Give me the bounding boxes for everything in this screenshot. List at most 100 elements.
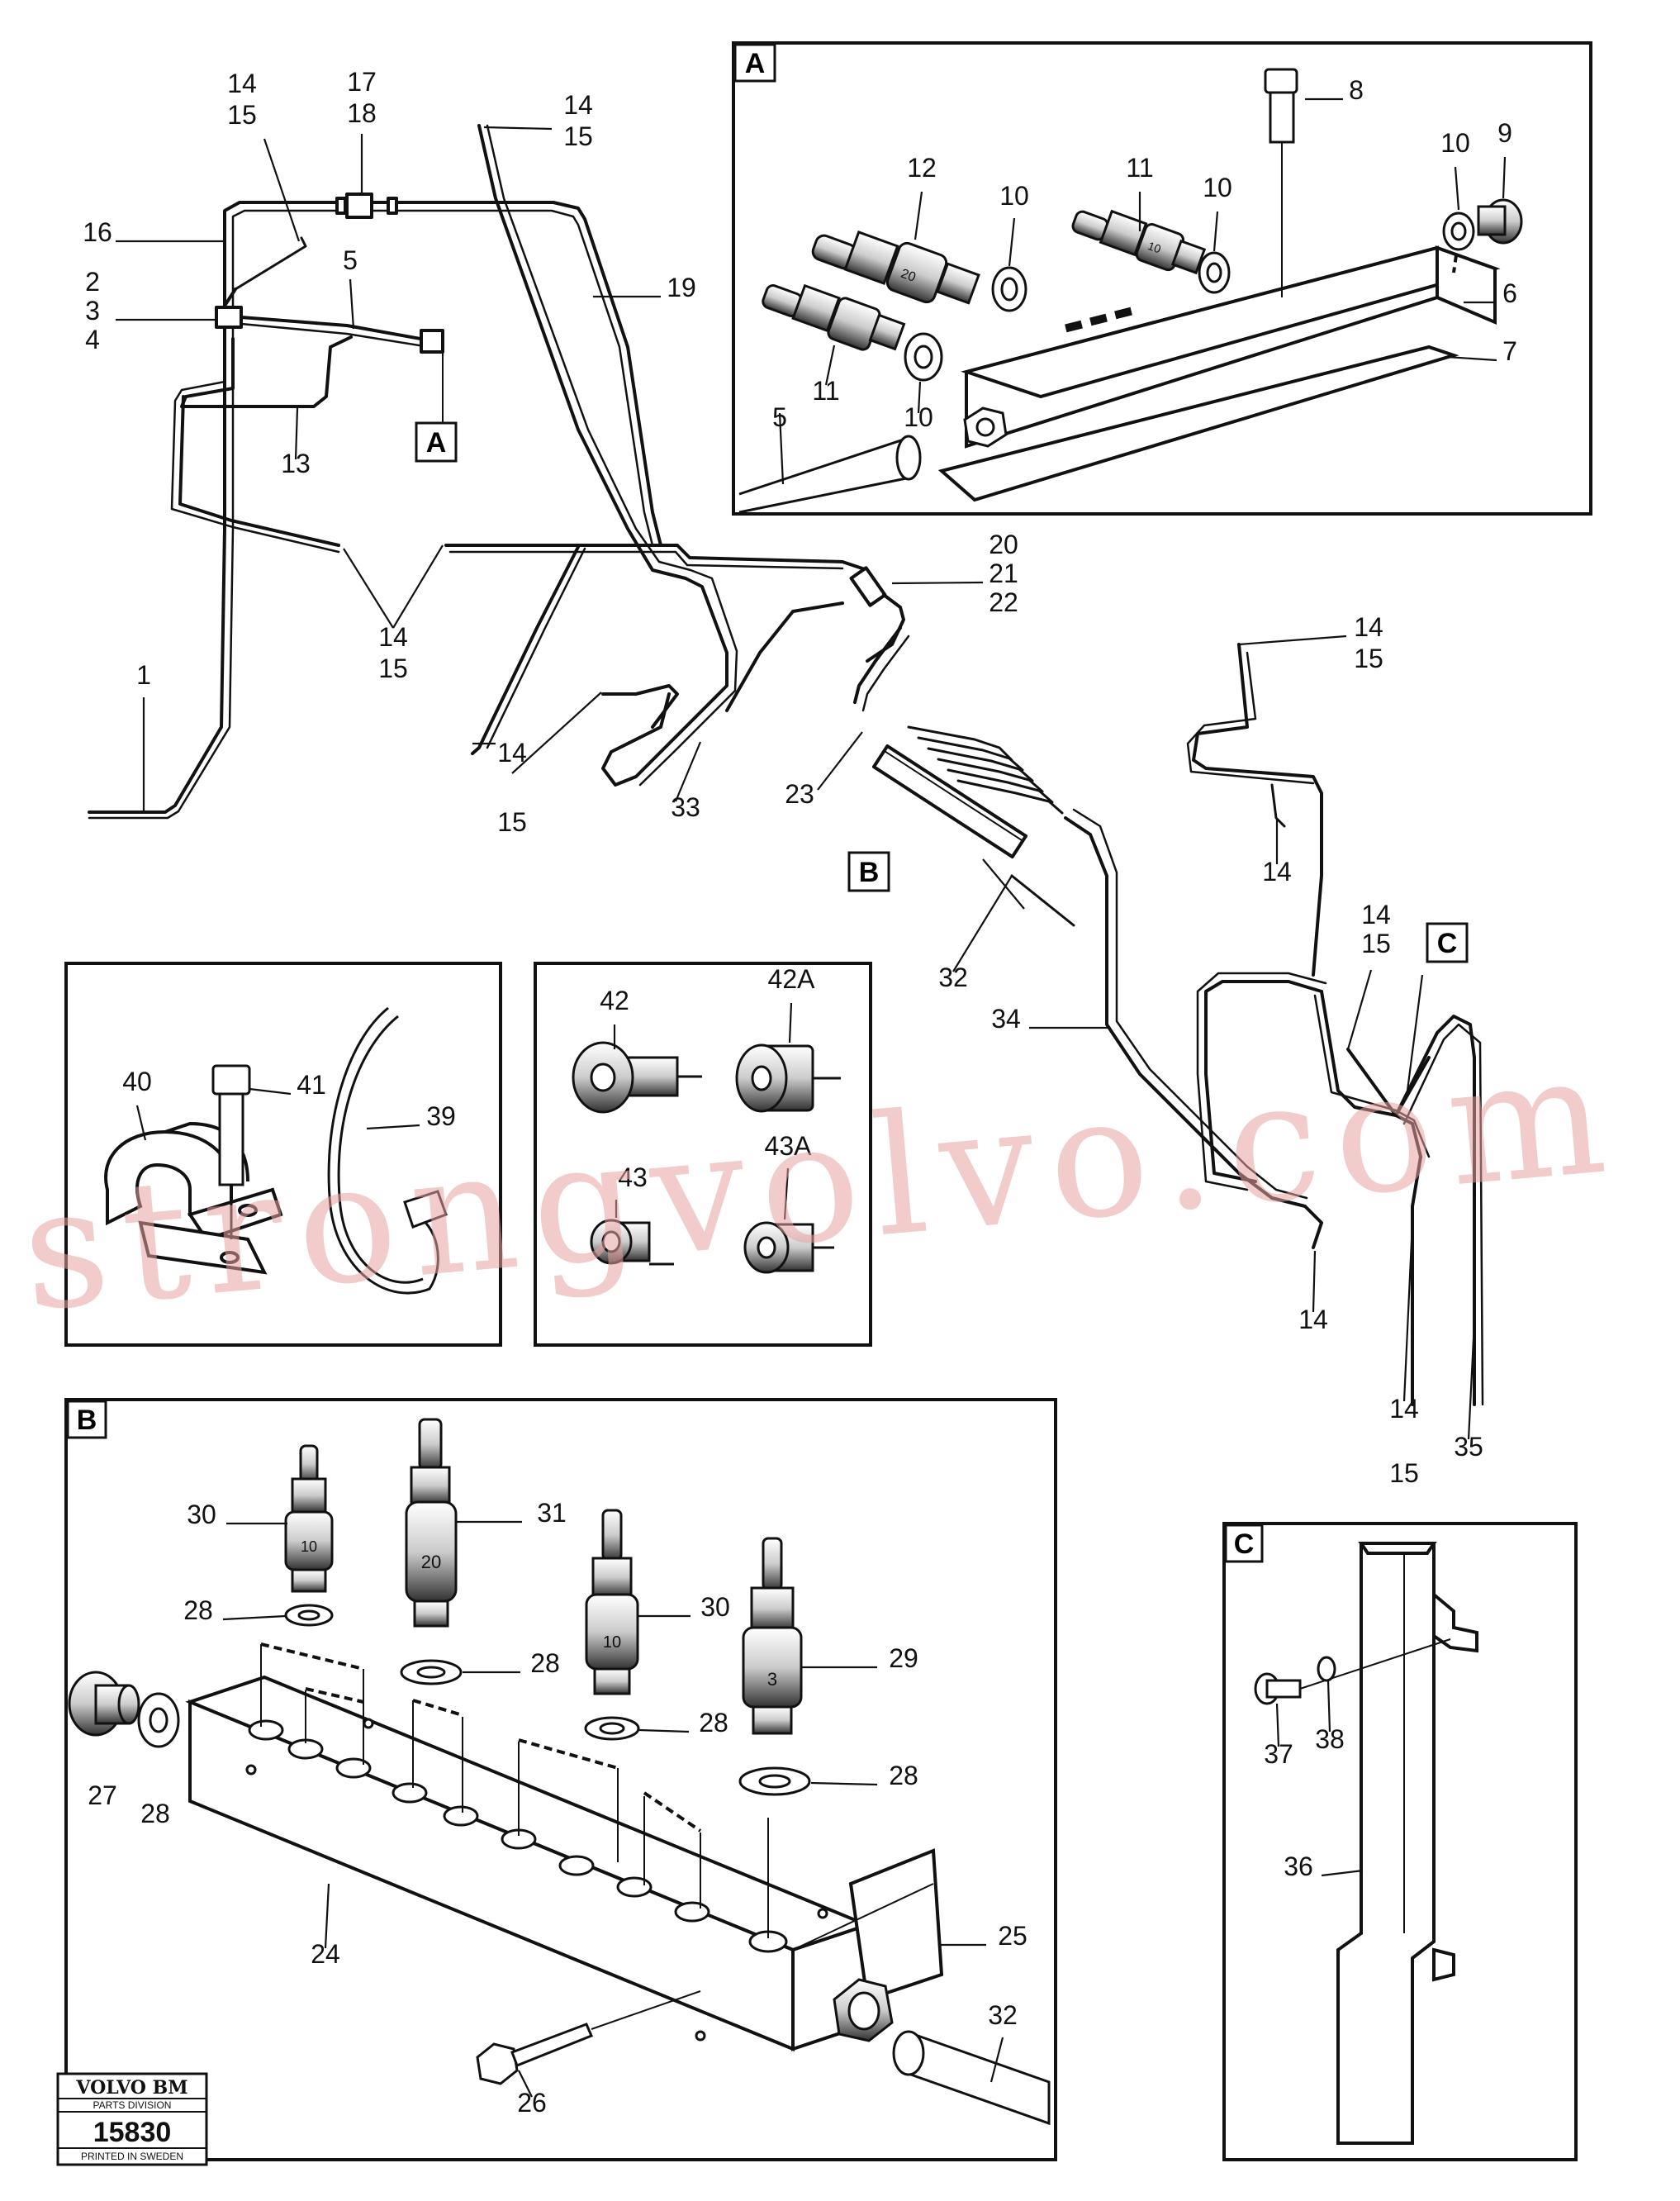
logo-printed: PRINTED IN SWEDEN bbox=[81, 2151, 183, 2162]
pipe-5 bbox=[240, 316, 431, 342]
plug-9 bbox=[1477, 198, 1523, 245]
callout-main-32: 32 bbox=[938, 963, 968, 992]
leaders-plugs bbox=[613, 1002, 793, 1220]
callout-main-13: 13 bbox=[281, 449, 311, 478]
callout-a-11: 11 bbox=[812, 376, 839, 406]
sensor-12-marking: 20 bbox=[899, 267, 918, 285]
manifold-a bbox=[937, 214, 1501, 502]
logo-brand: VOLVO BM bbox=[75, 2077, 187, 2099]
pipe-1-inner bbox=[88, 306, 235, 820]
callout-b-28: 28 bbox=[530, 1648, 560, 1678]
volvo-bm-logo: VOLVO BM PARTS DIVISION 15830 PRINTED IN… bbox=[56, 2072, 208, 2166]
pipe-lower-left bbox=[178, 395, 340, 547]
guide-lines-b bbox=[260, 1644, 769, 1938]
box-b-label: B bbox=[77, 1405, 97, 1436]
tag-box-c bbox=[1426, 922, 1469, 963]
callout-main-35: 35 bbox=[1454, 1432, 1483, 1462]
callout-a-5: 5 bbox=[772, 402, 787, 432]
ring-43a bbox=[743, 1221, 834, 1274]
sensor-30-right: 10 bbox=[585, 1509, 639, 1695]
callout-a-8: 8 bbox=[1349, 75, 1364, 105]
callout-b-25: 25 bbox=[998, 1921, 1027, 1951]
clip-top-left bbox=[234, 236, 307, 291]
connector-A bbox=[420, 329, 444, 354]
pipe-13 bbox=[180, 335, 353, 408]
sensor-31: 20 bbox=[405, 1418, 458, 1628]
pipe-23 bbox=[725, 601, 844, 712]
callout-a-9: 9 bbox=[1497, 118, 1512, 148]
sensor-11-bottom bbox=[762, 283, 906, 351]
pipe-34-loop bbox=[1204, 980, 1323, 1183]
strap-39 bbox=[327, 1006, 448, 1295]
callout-clamp-41: 41 bbox=[297, 1070, 326, 1100]
callout-plug-42a: 42A bbox=[768, 964, 816, 994]
callout-main-15: 15 bbox=[497, 807, 527, 837]
pipe-1 bbox=[88, 288, 237, 814]
fitting-b-right bbox=[833, 1978, 894, 2042]
callout-main-14: 14 bbox=[227, 69, 257, 98]
leaders-a bbox=[778, 97, 1507, 485]
manifold-b-small bbox=[871, 744, 1028, 859]
nut-42a bbox=[735, 1043, 841, 1113]
leaders-main bbox=[116, 126, 1476, 1440]
pipe-19 bbox=[477, 124, 728, 787]
tag-box-b bbox=[847, 851, 890, 892]
plug-27 bbox=[68, 1671, 140, 1737]
callout-main-21: 21 bbox=[989, 559, 1018, 588]
logo-division: PARTS DIVISION bbox=[93, 2099, 172, 2111]
callout-b-24: 24 bbox=[311, 1939, 340, 1969]
callout-main-14: 14 bbox=[1389, 1394, 1419, 1424]
callout-main-4: 4 bbox=[85, 325, 100, 354]
tee-2-3-4 bbox=[215, 306, 243, 329]
fitting-20-21-22 bbox=[849, 566, 887, 607]
callout-main-15: 15 bbox=[1361, 929, 1391, 958]
tag-label-c: C bbox=[1437, 928, 1458, 959]
callout-main-15: 15 bbox=[1389, 1458, 1419, 1488]
callout-c-37: 37 bbox=[1264, 1739, 1293, 1769]
tag-box-a bbox=[415, 421, 458, 463]
callout-main-15: 15 bbox=[1354, 644, 1383, 673]
callout-main-14: 14 bbox=[563, 90, 593, 120]
pipe-c bbox=[1394, 1015, 1476, 1406]
detail-box-c: C bbox=[1222, 1522, 1578, 2161]
pipe-16 bbox=[223, 201, 662, 547]
callout-main-5: 5 bbox=[343, 245, 358, 275]
watermark: strongvolvo.com bbox=[15, 1017, 1627, 1348]
fitting-17-18 bbox=[345, 193, 373, 219]
tag-markers: A B C bbox=[415, 421, 1469, 963]
callout-a-7: 7 bbox=[1502, 336, 1517, 366]
callout-main-20: 20 bbox=[989, 530, 1018, 559]
callout-b-27: 27 bbox=[88, 1780, 117, 1810]
callout-main-1: 1 bbox=[136, 660, 151, 690]
contact-pins bbox=[1065, 307, 1132, 333]
pipe-5-a bbox=[738, 435, 922, 514]
tag-label-b: B bbox=[859, 857, 880, 888]
callout-main-14: 14 bbox=[497, 738, 527, 768]
callout-main-15: 15 bbox=[378, 654, 408, 683]
callout-plug-42: 42 bbox=[600, 986, 629, 1015]
washers-10 bbox=[904, 212, 1475, 382]
callout-main-14: 14 bbox=[1298, 1305, 1328, 1334]
sensor-11-top-marking: 10 bbox=[1146, 239, 1163, 255]
pipe-upper-right bbox=[1192, 643, 1323, 977]
tag-label-a: A bbox=[426, 427, 447, 459]
callout-b-28: 28 bbox=[889, 1761, 918, 1790]
pipe-16-inner bbox=[231, 209, 654, 547]
callout-main-17: 17 bbox=[347, 67, 377, 97]
plug-42 bbox=[572, 1041, 702, 1114]
leaders-c bbox=[1275, 1680, 1364, 1877]
box-c-label: C bbox=[1234, 1528, 1255, 1560]
callout-plug-43a: 43A bbox=[765, 1131, 813, 1161]
callout-clamp-39: 39 bbox=[426, 1101, 456, 1131]
detail-box-a: A 20 bbox=[732, 41, 1592, 516]
pipe-33-loop bbox=[471, 545, 580, 755]
callout-b-28: 28 bbox=[183, 1595, 213, 1625]
detail-box-plugs bbox=[534, 962, 872, 1347]
sensor-31-marking: 20 bbox=[421, 1552, 441, 1572]
bolt-41 bbox=[211, 1064, 251, 1239]
callout-clamp-40: 40 bbox=[122, 1067, 152, 1096]
callout-b-30: 30 bbox=[700, 1592, 730, 1622]
dashed-guides-b bbox=[260, 1642, 702, 1833]
